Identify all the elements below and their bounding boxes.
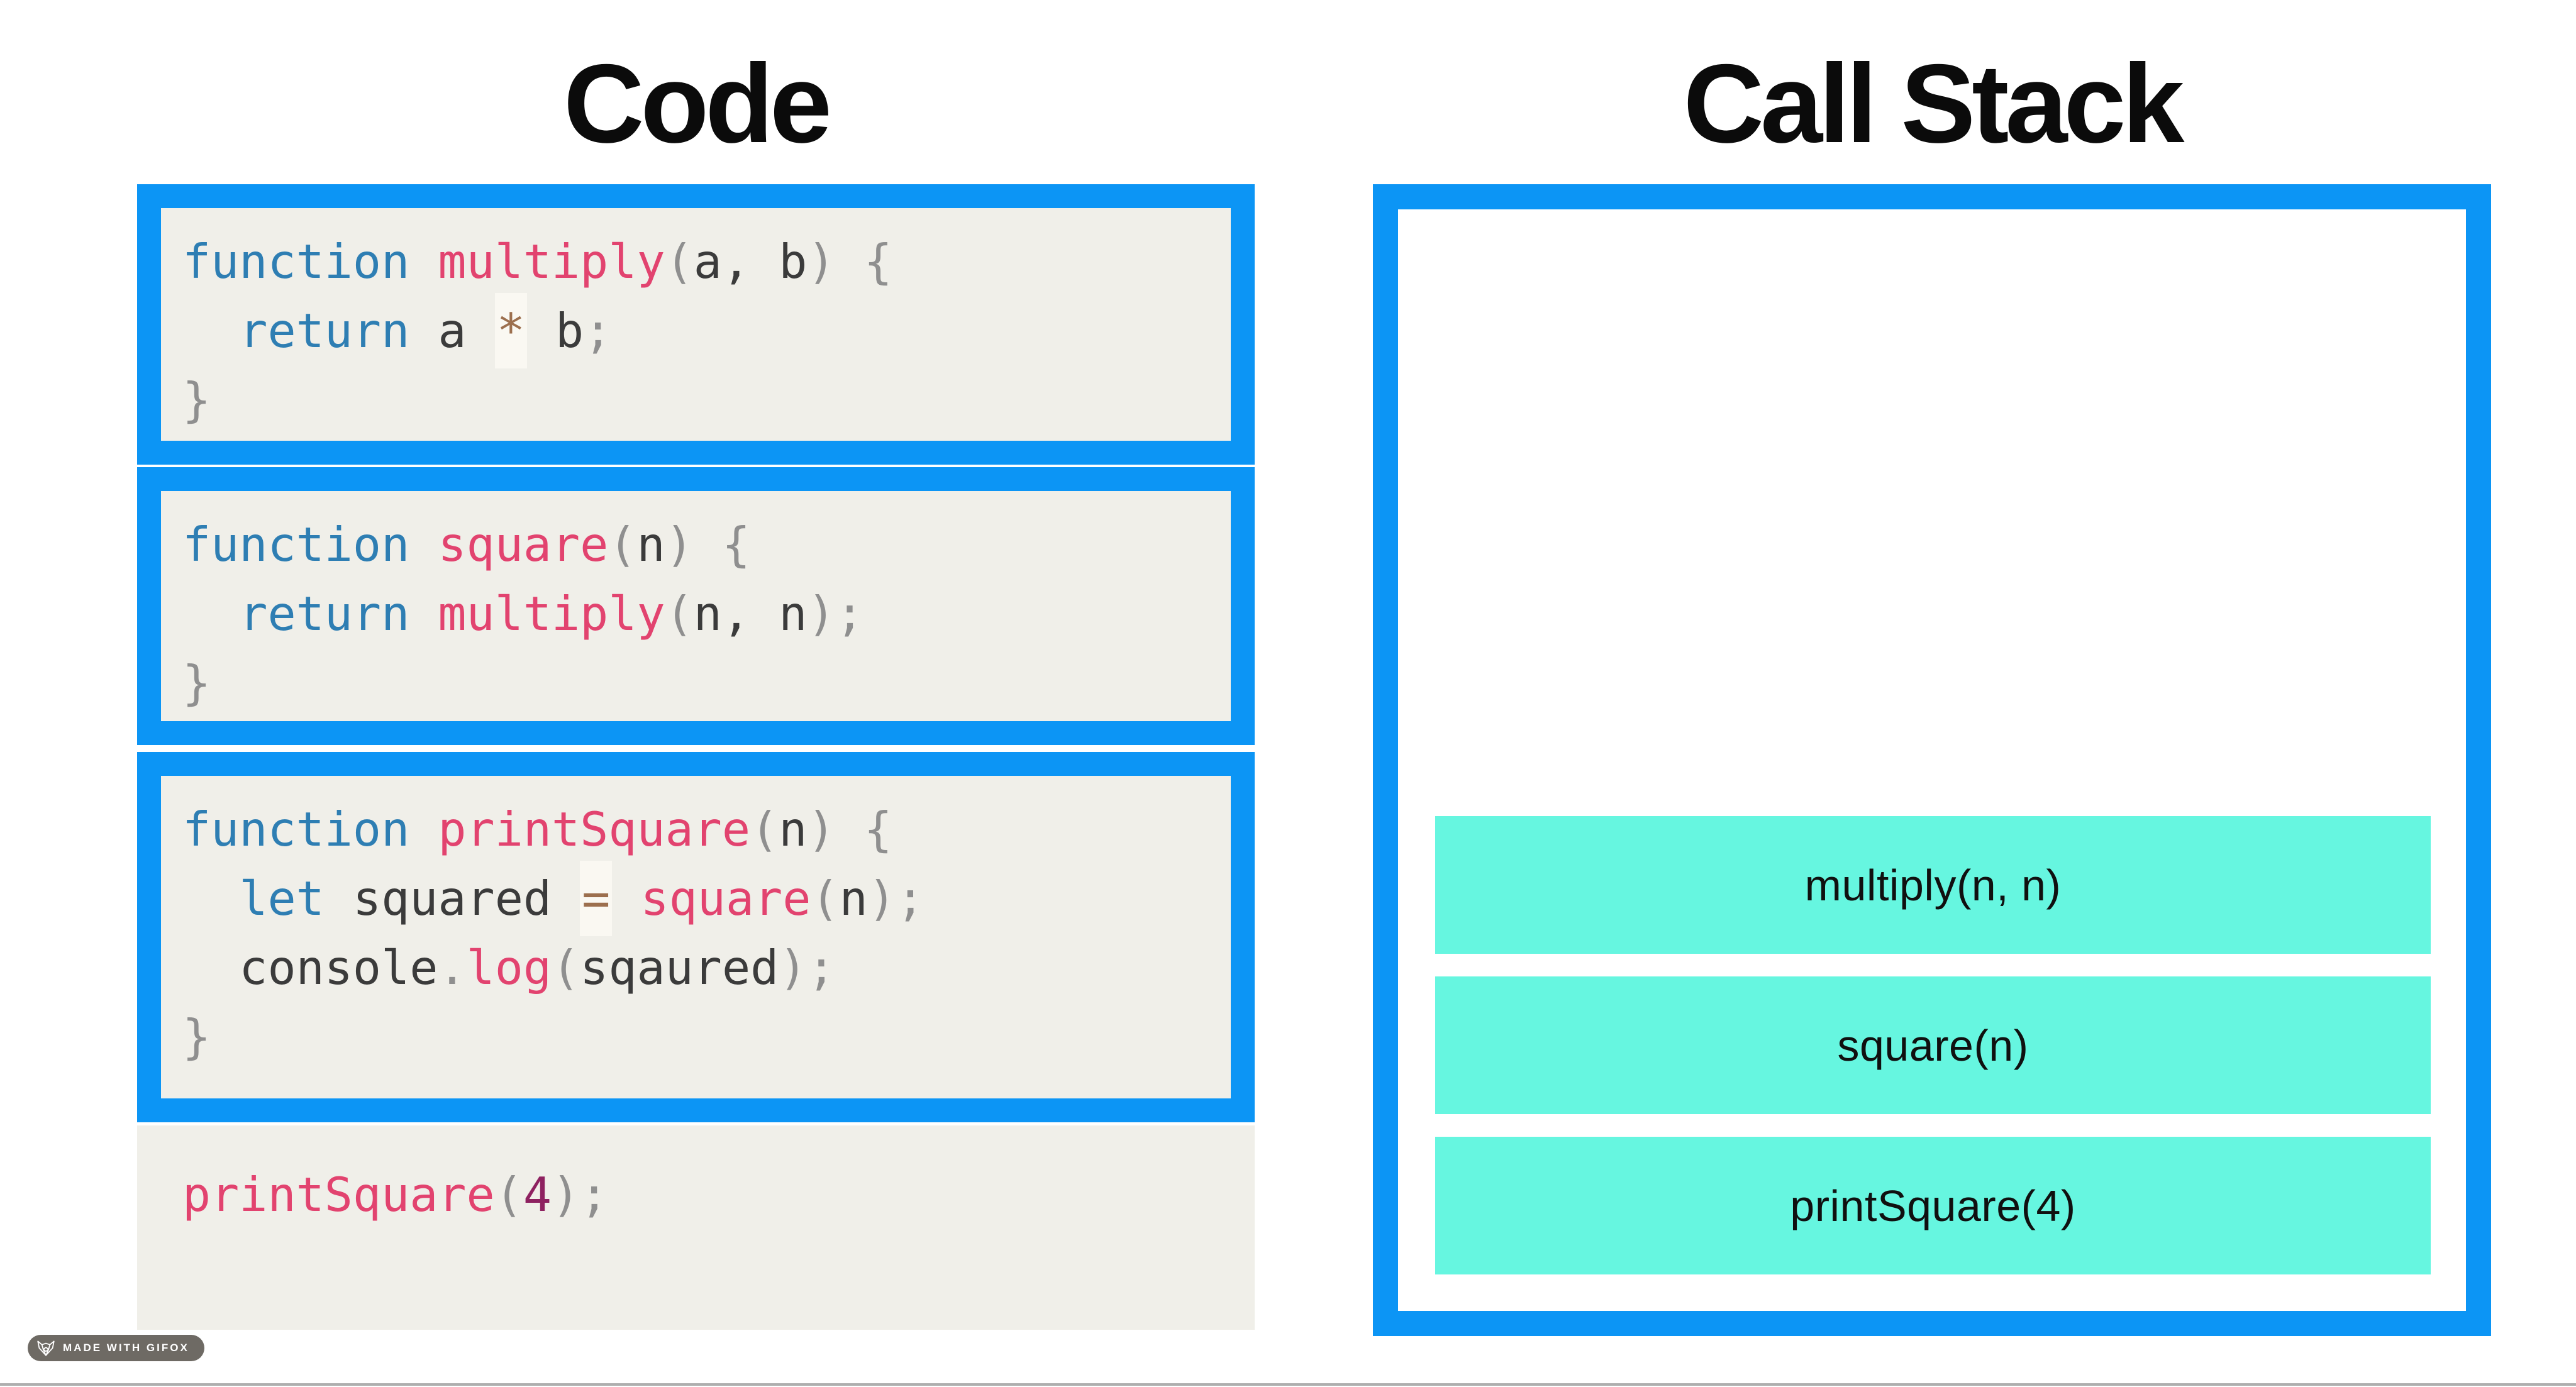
code-token: ); (552, 1167, 609, 1222)
code-line: printSquare(4); (182, 1160, 1242, 1229)
code-token (612, 871, 640, 926)
code-token: ( (665, 586, 694, 641)
code-token: square (438, 517, 609, 572)
code-token: ( (494, 1167, 523, 1222)
code-token: } (182, 655, 211, 710)
code-token: sqaured (580, 940, 779, 995)
code-block-multiply: function multiply(a, b) { return a * b; … (137, 184, 1255, 465)
code-line: console.log(sqaured); (182, 933, 1218, 1002)
code-token: printSquare (182, 1167, 495, 1222)
code-token: console (182, 940, 438, 995)
gifox-watermark-label: MADE WITH GIFOX (63, 1342, 189, 1354)
code-token: ; (584, 303, 613, 358)
code-token: ); (779, 940, 836, 995)
code-token: ( (750, 802, 779, 857)
bottom-edge-divider (0, 1383, 2576, 1386)
code-token: = (580, 861, 613, 936)
code-token: n (779, 802, 808, 857)
code-block-square: function square(n) { return multiply(n, … (137, 467, 1255, 745)
code-token: return (239, 303, 438, 358)
code-token: n (839, 871, 868, 926)
code-token: function (182, 234, 438, 289)
code-line: } (182, 1002, 1218, 1071)
stack-frame-label: square(n) (1837, 1020, 2029, 1070)
stack-frame-printsquare: printSquare(4) (1435, 1137, 2431, 1274)
code-token: function (182, 802, 438, 857)
code-token: ( (552, 940, 580, 995)
code-token: printSquare (438, 802, 751, 857)
code-title: Code (564, 41, 832, 166)
code-token: function (182, 517, 438, 572)
stack-frame-label: printSquare(4) (1790, 1181, 2076, 1230)
code-line: } (182, 365, 1218, 434)
stack-frame-square: square(n) (1435, 976, 2431, 1114)
code-token: squared (352, 871, 580, 926)
code-token: } (182, 1009, 211, 1064)
code-token: a (438, 303, 495, 358)
code-token: n, n (693, 586, 808, 641)
gifox-fox-logo-icon (35, 1337, 57, 1359)
code-token: log (466, 940, 552, 995)
code-token (182, 871, 239, 926)
code-token: multiply (438, 586, 665, 641)
code-block-top-level-call: printSquare(4); (137, 1125, 1255, 1330)
code-token: ( (608, 517, 637, 572)
code-token: let (239, 871, 353, 926)
code-token: ( (811, 871, 840, 926)
code-token: ) { (807, 234, 892, 289)
code-token: 4 (523, 1167, 552, 1222)
code-token (182, 303, 239, 358)
stack-frame-multiply: multiply(n, n) (1435, 816, 2431, 954)
gifox-watermark-badge: MADE WITH GIFOX (28, 1335, 204, 1361)
code-token: * (494, 293, 527, 368)
code-block-printsquare: function printSquare(n) { let squared = … (137, 752, 1255, 1122)
code-token: multiply (438, 234, 665, 289)
call-stack-title: Call Stack (1683, 41, 2185, 166)
code-token: return (239, 586, 438, 641)
code-token: ) { (665, 517, 751, 572)
code-token: a, b (693, 234, 808, 289)
code-token: square (640, 871, 811, 926)
code-token: ( (665, 234, 694, 289)
code-line: return multiply(n, n); (182, 579, 1218, 648)
code-line: } (182, 648, 1218, 717)
code-token: n (636, 517, 665, 572)
code-token: b (526, 303, 584, 358)
code-line: function printSquare(n) { (182, 795, 1218, 864)
code-line: let squared = square(n); (182, 861, 1218, 936)
code-line: return a * b; (182, 293, 1218, 368)
code-token: } (182, 372, 211, 428)
code-token: . (438, 940, 467, 995)
code-line: function square(n) { (182, 510, 1218, 579)
code-token (182, 586, 239, 641)
code-token: ) { (807, 802, 892, 857)
code-token: ); (807, 586, 864, 641)
stack-frame-label: multiply(n, n) (1804, 860, 2062, 910)
code-token: ); (867, 871, 925, 926)
code-line: function multiply(a, b) { (182, 227, 1218, 296)
